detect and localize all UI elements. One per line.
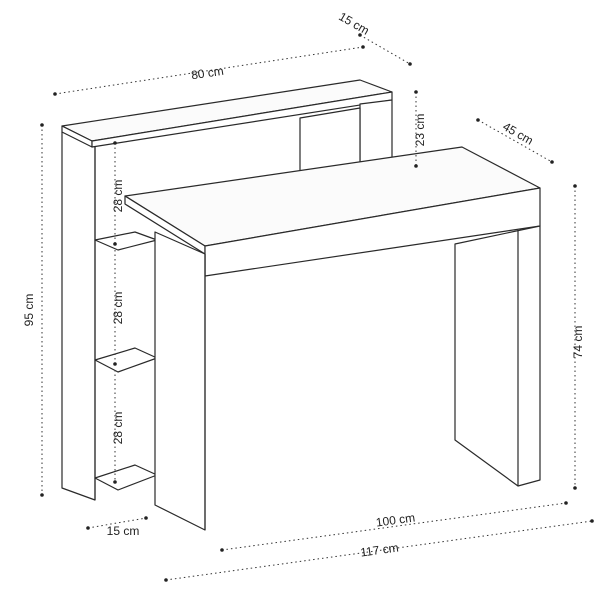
label-total-width: 117 cm xyxy=(359,540,399,559)
shelf-bottom xyxy=(94,464,158,491)
label-bookcase-depth: 15 cm xyxy=(107,524,140,538)
desk-illustration xyxy=(61,79,541,531)
label-shelf-gap-bottom: 28 cm xyxy=(111,412,125,445)
desk-left-leg xyxy=(154,231,206,531)
label-hutch-width: 80 cm xyxy=(190,64,224,83)
label-desk-height: 74 cm xyxy=(571,326,585,359)
label-desk-width: 100 cm xyxy=(375,510,416,529)
label-shelf-gap-top: 28 cm xyxy=(111,180,125,213)
shelf-middle xyxy=(94,347,158,373)
bookcase-side-panel xyxy=(61,131,96,501)
desk-right-leg xyxy=(454,225,541,487)
label-total-height: 95 cm xyxy=(22,294,36,327)
label-shelf-gap-middle: 28 cm xyxy=(111,292,125,325)
dimension-lines xyxy=(40,33,594,582)
shelf-top xyxy=(94,231,158,251)
label-hutch-depth: 15 cm xyxy=(336,9,371,37)
label-hutch-height: 23 cm xyxy=(413,114,427,147)
label-desk-depth: 45 cm xyxy=(500,119,535,147)
